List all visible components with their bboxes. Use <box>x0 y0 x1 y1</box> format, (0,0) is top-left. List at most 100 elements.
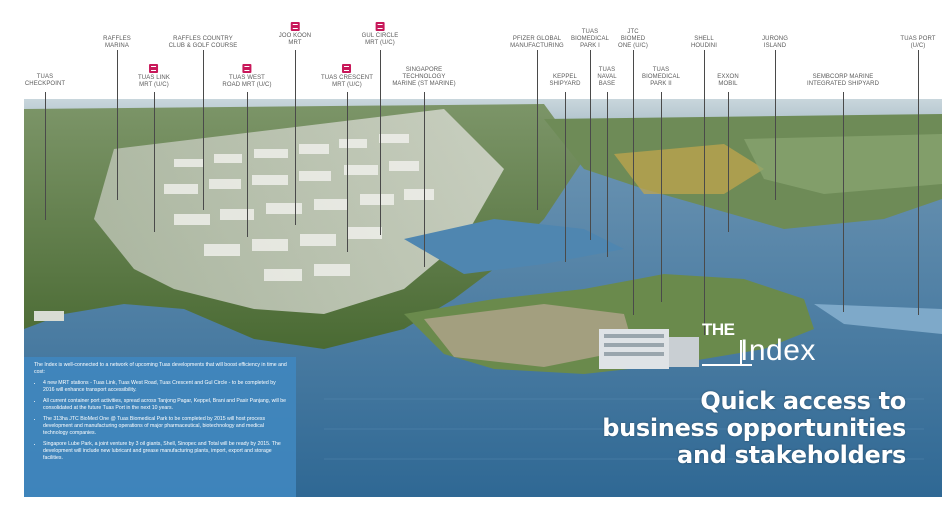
label-line: PARK II <box>650 81 672 87</box>
label-line: (U/C) <box>910 43 926 49</box>
label-line: TUAS WEST <box>229 75 265 81</box>
label-line: MARINA <box>105 43 129 49</box>
leader-tuas-link <box>154 92 155 232</box>
label-line: RAFFLES <box>103 36 131 42</box>
label-line: TUAS <box>598 67 616 73</box>
leader-tuas-crescent <box>347 92 348 252</box>
label-line: INTEGRATED SHIPYARD <box>806 81 880 87</box>
info-bullet-biomed: The 313ha JTC BioMed One @ Tuas Biomedic… <box>43 416 288 437</box>
info-bullet-lube-park: Singapore Lube Park, a joint venture by … <box>43 441 288 462</box>
info-intro: The Index is well-connected to a network… <box>34 362 287 375</box>
mrt-train-icon <box>342 64 352 73</box>
label-line: CLUB & GOLF COURSE <box>168 43 238 49</box>
label-line: SHIPYARD <box>549 81 581 87</box>
leader-tuas-checkpoint <box>45 92 46 220</box>
label-line: CHECKPOINT <box>24 81 66 87</box>
label-line: TUAS PORT <box>900 36 936 42</box>
leader-tuas-west <box>247 92 248 237</box>
label-line: MRT (U/C) <box>332 82 362 88</box>
label-line: TUAS LINK <box>138 75 170 81</box>
leader-keppel <box>565 92 566 262</box>
label-line: BIOMEDICAL <box>641 74 681 80</box>
leader-biomedical-1 <box>590 50 591 240</box>
leader-sembcorp <box>843 92 844 312</box>
label-line: GUL CIRCLE <box>361 33 399 39</box>
mrt-train-icon <box>375 22 385 31</box>
mrt-train-icon <box>149 64 159 73</box>
the-index-building <box>599 329 699 369</box>
label-line: HOUDINI <box>690 43 718 49</box>
leader-raffles-marina <box>117 50 118 200</box>
label-line: BIOMED <box>620 36 646 42</box>
tagline-line-1: Quick access to <box>700 387 906 415</box>
label-line: SEMBCORP MARINE <box>812 74 874 80</box>
tagline-line-2: business opportunities <box>602 414 906 442</box>
info-bullet-mrt: 4 new MRT stations - Tuas Link, Tuas Wes… <box>43 380 288 394</box>
label-line: MRT <box>288 40 302 46</box>
label-line: MRT (U/C) <box>365 40 395 46</box>
mrt-train-icon <box>290 22 300 31</box>
label-line: PARK I <box>580 43 600 49</box>
label-line: MARINE (ST MARINE) <box>392 81 456 87</box>
label-line: ISLAND <box>763 43 787 49</box>
label-line: EXXON <box>717 74 739 80</box>
leader-naval-base <box>607 92 608 257</box>
label-line: TUAS <box>36 74 54 80</box>
label-tuas-port: TUAS PORT(U/C) <box>900 36 935 50</box>
leader-tuas-port <box>918 50 919 315</box>
label-line: MANUFACTURING <box>510 43 564 49</box>
leader-jurong-island <box>775 50 776 200</box>
mrt-train-icon <box>242 64 252 73</box>
label-line: NAVAL <box>597 74 617 80</box>
leader-raffles-country <box>203 50 204 210</box>
leader-pfizer <box>537 50 538 210</box>
logo-the: THE <box>702 320 735 339</box>
logo-bar-horizontal <box>702 364 752 366</box>
label-line: ROAD MRT (U/C) <box>222 82 272 88</box>
label-line: PFIZER GLOBAL <box>512 36 562 42</box>
logo-index: Index <box>740 334 816 367</box>
label-line: JOO KOON <box>278 33 312 39</box>
leader-biomed-one <box>633 50 634 315</box>
info-bullet-port: All current container port activities, s… <box>43 398 288 412</box>
label-line: TUAS CRESCENT <box>321 75 373 81</box>
leader-exxon <box>728 92 729 232</box>
label-line: RAFFLES COUNTRY <box>173 36 233 42</box>
tagline: Quick access to business opportunities a… <box>560 388 906 469</box>
leader-shell <box>704 50 705 335</box>
label-line: KEPPEL <box>553 74 577 80</box>
label-line: MRT (U/C) <box>139 82 169 88</box>
info-bullets: 4 new MRT stations - Tuas Link, Tuas Wes… <box>34 380 288 462</box>
info-panel: The Index is well-connected to a network… <box>24 357 296 497</box>
tagline-line-3: and stakeholders <box>677 441 906 469</box>
label-line: TUAS <box>652 67 670 73</box>
label-line: TUAS <box>581 29 599 35</box>
label-line: BIOMEDICAL <box>570 36 610 42</box>
label-line: SINGAPORE <box>405 67 443 73</box>
label-line: TECHNOLOGY <box>402 74 446 80</box>
leader-joo-koon <box>295 50 296 225</box>
label-line: SHELL <box>694 36 714 42</box>
label-line: BASE <box>598 81 616 87</box>
leader-gul-circle <box>380 50 381 235</box>
logo-bar-vertical <box>740 340 742 366</box>
label-line: MOBIL <box>718 81 738 87</box>
